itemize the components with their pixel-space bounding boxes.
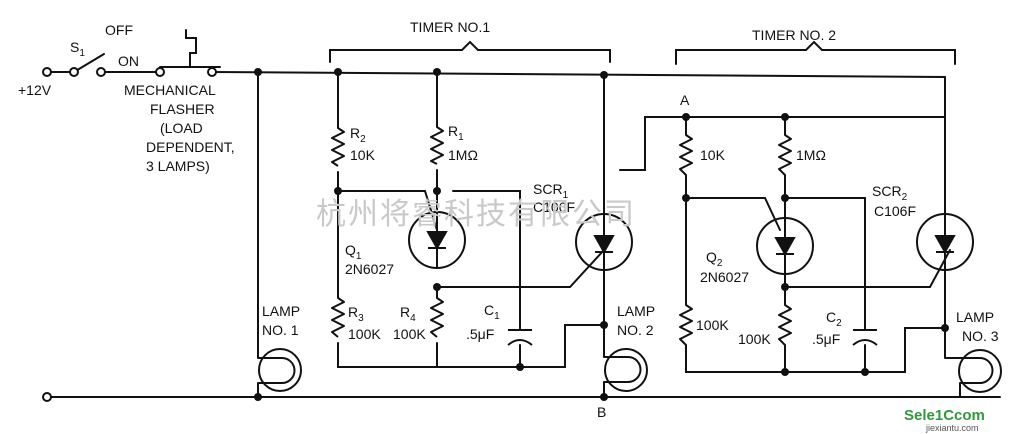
c2-label: C2 [826, 309, 842, 329]
c1-value: .5μF [466, 326, 494, 342]
logo-main-text: Sele1Ccom [904, 407, 985, 424]
lamp3-label: LAMP [956, 309, 994, 325]
flasher-line-1: MECHANICAL [124, 82, 216, 98]
flasher-line-3: (LOAD [160, 120, 203, 136]
put-q2 [756, 217, 814, 275]
switch-off-label: OFF [105, 22, 133, 38]
scr-2 [916, 213, 974, 271]
r3-value: 100K [348, 326, 381, 342]
labels: +12V S1 OFF ON MECHANICAL FLASHER (LOAD … [18, 19, 999, 420]
lamps [258, 348, 1002, 393]
node-a-label: A [680, 92, 690, 108]
c1-label: C1 [484, 302, 500, 322]
flasher-line-5: 3 LAMPS) [146, 158, 210, 174]
switch-contact-1 [69, 67, 79, 77]
watermark-text: 杭州将睿科技有限公司 [316, 197, 636, 232]
resistors [331, 126, 792, 346]
flasher-contact-1 [155, 67, 165, 77]
scr2-part: C106F [874, 203, 916, 219]
node-b-label: B [597, 404, 606, 420]
resistor-r2 [331, 127, 345, 167]
t2-r-top-right-value: 1MΩ [796, 147, 826, 163]
lamp1-number: NO. 1 [262, 322, 299, 338]
put-q1 [408, 211, 466, 269]
terminals [42, 67, 217, 402]
capacitor-c1 [507, 329, 533, 346]
resistor-r1 [430, 126, 444, 165]
resistor-100k-left-t2 [679, 304, 693, 346]
r1-value: 1MΩ [448, 147, 478, 163]
lamp-3 [945, 349, 1002, 393]
lamp2-label: LAMP [617, 303, 655, 319]
logo-sub-text: jiexiantu.com [925, 423, 979, 433]
terminal-12v [42, 67, 52, 77]
lamp-2 [604, 348, 648, 392]
scr1-label: SCR1 [533, 181, 569, 201]
switch-label: S1 [70, 39, 85, 59]
resistor-r4 [430, 297, 444, 338]
t2-r-top-left-value: 10K [700, 147, 726, 163]
semiconductors [408, 211, 974, 275]
flasher-line-4: DEPENDENT, [146, 139, 235, 155]
r3-label: R3 [348, 304, 364, 324]
lamp2-number: NO. 2 [617, 322, 654, 338]
supply-label: +12V [18, 82, 52, 98]
q1-label: Q1 [345, 242, 362, 262]
lamp1-label: LAMP [262, 303, 300, 319]
capacitors [507, 329, 878, 346]
t2-r-bottom-right-value: 100K [738, 331, 771, 347]
resistor-r3 [331, 297, 345, 338]
c2-value: .5μF [812, 331, 840, 347]
resistor-1m-t2 [778, 134, 792, 176]
terminal-ground [42, 392, 52, 402]
scr1-part: C106F [533, 199, 575, 215]
junction-dots [254, 68, 949, 401]
r4-label: R4 [400, 304, 416, 324]
resistor-10k-t2 [679, 134, 693, 176]
r2-value: 10K [350, 147, 376, 163]
lamp-1 [258, 348, 302, 392]
capacitor-c2 [852, 329, 878, 346]
timer2-title: TIMER NO. 2 [752, 27, 836, 43]
flasher-contact-2 [207, 67, 217, 77]
lamp3-number: NO. 3 [962, 328, 999, 344]
resistor-100k-right-t2 [778, 304, 792, 346]
scr-1 [575, 213, 633, 271]
r4-value: 100K [393, 326, 426, 342]
switch-on-label: ON [118, 53, 139, 69]
timer1-title: TIMER NO.1 [410, 19, 490, 35]
watermark-logo: Sele1Ccom jiexiantu.com [904, 407, 985, 433]
q2-part: 2N6027 [700, 269, 749, 285]
switch-contact-2 [96, 67, 106, 77]
scr2-label: SCR2 [872, 183, 908, 203]
q2-label: Q2 [706, 249, 723, 269]
r1-label: R1 [448, 123, 464, 143]
flasher-line-2: FLASHER [150, 101, 215, 117]
t2-r-bottom-left-value: 100K [696, 317, 729, 333]
wires [49, 29, 1001, 398]
r2-label: R2 [350, 125, 366, 145]
q1-part: 2N6027 [345, 261, 394, 277]
